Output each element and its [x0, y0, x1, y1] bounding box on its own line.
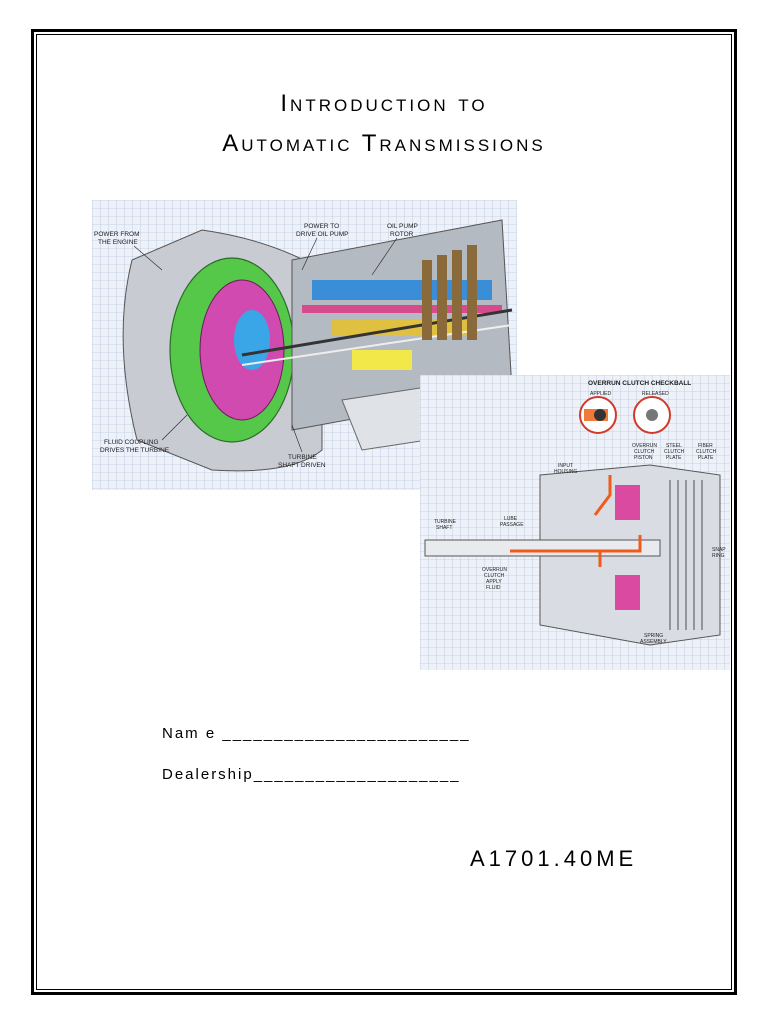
label-fiber-2: CLUTCH	[696, 449, 717, 455]
label-fiber-1: FIBER	[698, 443, 713, 449]
label-fluid-coupling-1: FLUID COUPLING	[104, 439, 159, 446]
label-turbine-1: TURBINE	[288, 454, 317, 461]
label-apply-1: OVERRUN	[482, 567, 507, 573]
label-power-to-pump-2: DRIVE OIL PUMP	[296, 231, 349, 238]
label-apply-3: APPLY	[486, 579, 502, 585]
label-released: RELEASED	[642, 391, 669, 397]
label-steel-3: PLATE	[666, 455, 682, 461]
page-border-inner	[36, 34, 732, 990]
label-input-1: INPUT	[558, 463, 573, 469]
label-overrun-piston-1: OVERRUN	[632, 443, 657, 449]
label-apply-4: FLUID	[486, 585, 501, 591]
dealership-field-line: Dealership____________________	[162, 766, 461, 783]
label-steel-1: STEEL	[666, 443, 682, 449]
course-code: A1701.40ME	[470, 846, 638, 871]
label-oil-pump-1: OIL PUMP	[387, 223, 418, 230]
page-border-outer	[31, 29, 737, 995]
label-overrun-piston-2: CLUTCH	[634, 449, 655, 455]
label-turbine-shaft-1: TURBINE	[434, 519, 457, 525]
label-spring-2: ASSEMBLY	[640, 639, 667, 645]
label-power-from-engine-1: POWER FROM	[94, 231, 140, 238]
title-line-1: Introduction to	[280, 90, 488, 117]
label-turbine-2: SHAFT DRIVEN	[278, 462, 326, 469]
label-applied: APPLIED	[590, 391, 612, 397]
label-power-from-engine-2: THE ENGINE	[98, 239, 138, 246]
title-line-2: Automatic Transmissions	[222, 130, 546, 157]
label-lube-2: PASSAGE	[500, 522, 524, 528]
label-snap-2: RING	[712, 553, 725, 559]
label-input-2: HOUSING	[554, 469, 577, 475]
label-checkball-title: OVERRUN CLUTCH CHECKBALL	[588, 380, 691, 387]
label-snap-1: SNAP	[712, 547, 726, 553]
label-overrun-piston-3: PISTON	[634, 455, 653, 461]
label-apply-2: CLUTCH	[484, 573, 505, 579]
name-field-line: Nam e ________________________	[162, 725, 471, 742]
label-power-to-pump-1: POWER TO	[304, 223, 339, 230]
label-oil-pump-2: ROTOR	[390, 231, 414, 238]
label-turbine-shaft-2: SHAFT	[436, 525, 452, 531]
label-steel-2: CLUTCH	[664, 449, 685, 455]
label-lube-1: LUBE	[504, 516, 518, 522]
overrun-clutch-illustration: OVERRUN CLUTCH CHECKBALL APPLIED RELEASE…	[420, 375, 730, 670]
label-fiber-3: PLATE	[698, 455, 714, 461]
label-spring-1: SPRING	[644, 633, 663, 639]
label-fluid-coupling-2: DRIVES THE TURBINE	[100, 447, 170, 454]
